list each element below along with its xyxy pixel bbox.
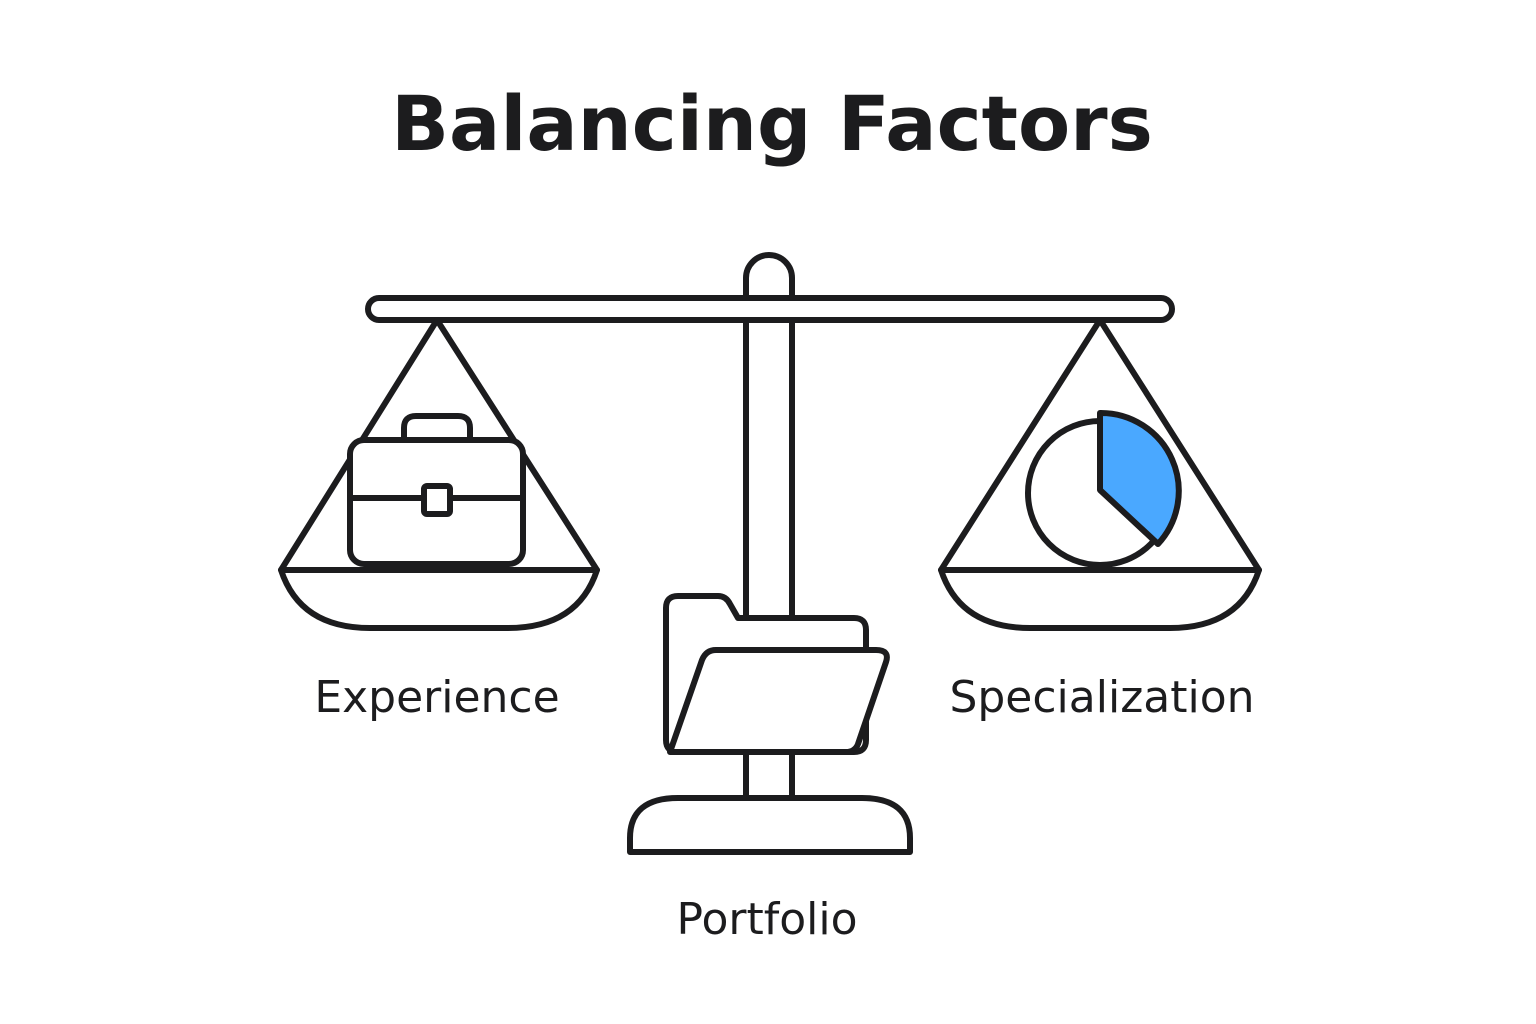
- label-specialization: Specialization: [949, 672, 1254, 723]
- pie-slice-accent: [1097, 409, 1182, 547]
- scale-beam: [365, 295, 1175, 323]
- scale-base: [627, 795, 913, 855]
- pie-chart-icon: [1025, 409, 1182, 568]
- diagram-title: Balancing Factors: [391, 79, 1153, 168]
- right-pan: [938, 317, 1262, 631]
- label-experience: Experience: [314, 672, 559, 723]
- folder-icon: [663, 593, 890, 755]
- briefcase-icon: [347, 413, 526, 567]
- label-portfolio: Portfolio: [676, 894, 857, 945]
